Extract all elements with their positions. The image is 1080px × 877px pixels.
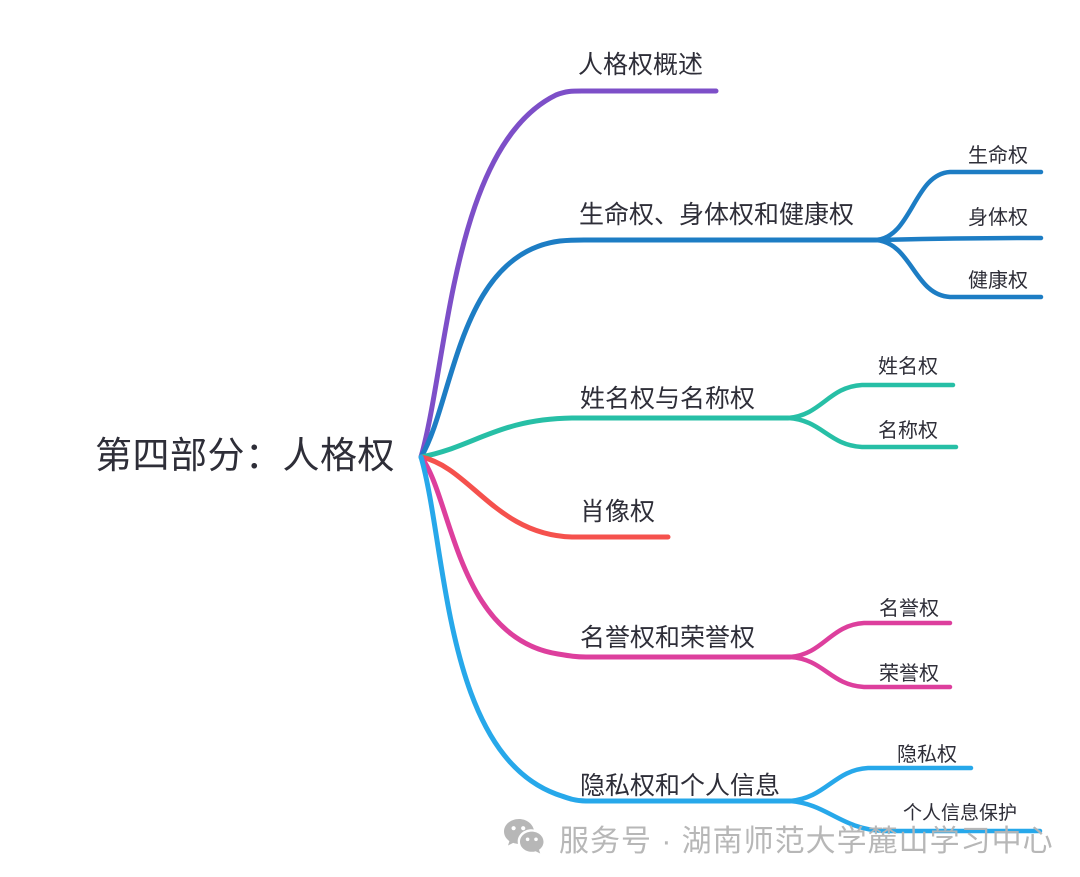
node-portrait[interactable]: 肖像权	[580, 498, 656, 526]
branch-line-overview	[418, 88, 719, 460]
node-overview[interactable]: 人格权概述	[578, 51, 704, 79]
wechat-icon	[500, 813, 550, 863]
branch-line-name-group	[418, 415, 791, 460]
node-entity-name[interactable]: 名称权	[878, 420, 938, 442]
root-node[interactable]: 第四部分：人格权	[95, 435, 395, 476]
node-honor[interactable]: 荣誉权	[879, 663, 939, 685]
node-reputation[interactable]: 名誉权	[879, 598, 939, 620]
node-life-body-health[interactable]: 生命权、身体权和健康权	[579, 201, 855, 229]
branch-line-privacy-group	[418, 454, 793, 804]
node-life[interactable]: 生命权	[968, 145, 1028, 167]
node-privacy[interactable]: 隐私权	[897, 744, 957, 766]
child-line-body	[873, 235, 1044, 243]
child-line-life	[873, 169, 1044, 243]
child-line-entity-name	[785, 415, 959, 450]
child-line-reputation	[787, 620, 953, 660]
branch-line-portrait	[418, 454, 671, 540]
node-name-rights[interactable]: 姓名权与名称权	[580, 385, 756, 413]
node-health[interactable]: 健康权	[968, 270, 1028, 292]
node-body[interactable]: 身体权	[968, 207, 1028, 229]
child-line-health	[873, 237, 1044, 300]
branch-line-rep-group	[418, 454, 793, 660]
watermark-text: 服务号 · 湖南师范大学麓山学习中心	[559, 825, 1054, 858]
node-personal-info[interactable]: 个人信息保护	[903, 803, 1018, 824]
branch-line-life-group	[418, 237, 879, 460]
node-reputation-honor[interactable]: 名誉权和荣誉权	[580, 624, 756, 652]
child-line-honor	[787, 654, 953, 690]
watermark: 服务号 · 湖南师范大学麓山学习中心	[500, 813, 1054, 863]
child-line-personal-info	[787, 798, 1043, 834]
child-line-privacy	[787, 765, 974, 804]
node-given-name[interactable]: 姓名权	[878, 356, 938, 378]
child-line-given-name	[785, 382, 956, 421]
node-privacy-info[interactable]: 隐私权和个人信息	[580, 772, 781, 800]
